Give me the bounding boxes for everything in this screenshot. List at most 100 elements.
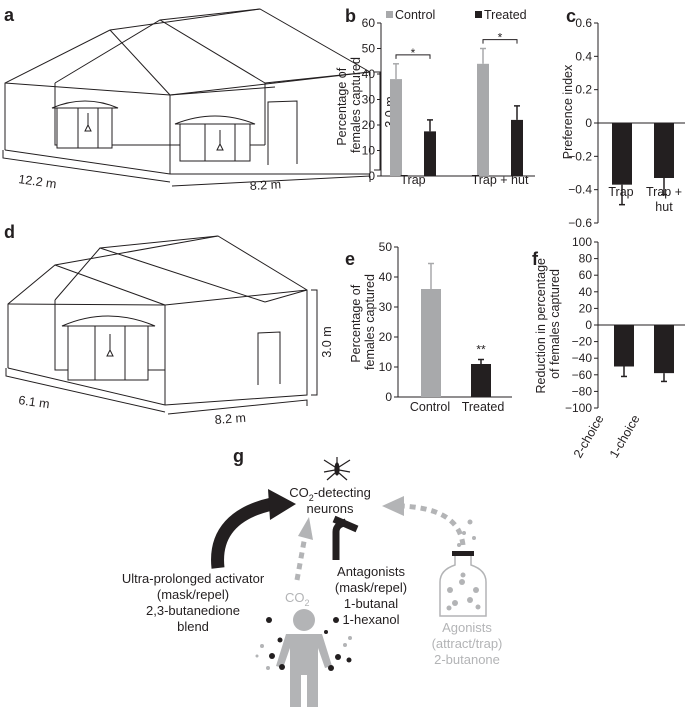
legend-label-treated: Treated <box>484 8 527 22</box>
antagonist-inhibition-bar <box>332 515 359 533</box>
chart-b-ytick-label: 60 <box>362 16 376 30</box>
chart-c-bar <box>612 123 632 185</box>
chart-f-ytick-label: 80 <box>579 252 593 266</box>
chart-f-ytick-label: 100 <box>572 235 592 249</box>
chart-e-ytick-label: 0 <box>385 390 392 404</box>
chart-c-ytick-label: −0.4 <box>568 183 592 197</box>
panel-label-c: c <box>566 6 576 26</box>
panel-label-f: f <box>532 249 539 269</box>
antagonist-inhibition-line <box>332 518 348 560</box>
activator-arrowhead <box>268 489 296 520</box>
chart-f-ytick-label: 20 <box>579 301 593 315</box>
chart-b-significance-bracket <box>395 54 431 59</box>
field-cage-large-drawing <box>2 8 381 187</box>
chart-e-ytick-label: 20 <box>379 330 393 344</box>
antagonists-line3: 1-butanal <box>344 596 398 611</box>
chart-b-significance-star: * <box>411 46 416 60</box>
activator-line2: (mask/repel) <box>157 587 229 602</box>
chart-f-xlabel-1-choice: 1-choice <box>607 412 643 460</box>
chart-f-ylabel: Reduction in percentage of females captu… <box>534 255 562 394</box>
chart-f-ytick-label: −40 <box>572 351 593 365</box>
co2-neurons-label: CO2-detecting <box>289 485 371 503</box>
chart-f-ylabel-line1: Reduction in percentage <box>534 258 548 394</box>
chart-b-treated-bar <box>511 119 523 176</box>
antagonists-line1: Antagonists <box>337 564 405 579</box>
panel-label-g: g <box>233 446 244 466</box>
small-cage-width-label: 6.1 m <box>18 393 51 411</box>
agonist-arrowhead <box>382 496 404 516</box>
chart-b-significance-bracket <box>482 39 518 44</box>
chart-c-bar <box>654 123 674 178</box>
agonist-bottle-icon <box>439 519 487 617</box>
activator-line3: 2,3-butanedione <box>146 603 240 618</box>
panel-label-d: d <box>4 222 15 242</box>
chart-e-xlabel-treated: Treated <box>462 400 505 414</box>
chart-c-xlabel-trap: Trap <box>608 185 633 199</box>
legend: Control Treated <box>386 8 527 22</box>
chart-b-ytick-label: 10 <box>362 144 376 158</box>
agonists-line2: (attract/trap) <box>432 636 503 651</box>
chart-c-ytick-label: 0 <box>585 116 592 130</box>
chart-b-control-bar <box>477 63 489 176</box>
panel-label-b: b <box>345 6 356 26</box>
chart-b-xlabel-trap-hut: Trap + hut <box>472 173 529 187</box>
antagonists-line2: (mask/repel) <box>335 580 407 595</box>
chart-e-ylabel: Percentage of females captured <box>349 274 377 370</box>
co2-arrow <box>294 535 308 581</box>
co2-label: CO2 <box>285 590 310 608</box>
co2-neurons-label-line2: neurons <box>307 501 354 516</box>
small-cage-height-label: 3.0 m <box>320 326 334 357</box>
chart-b-ytick-label: 30 <box>362 93 376 107</box>
chart-e-ytick-label: 40 <box>379 270 393 284</box>
panel-label-a: a <box>4 5 15 25</box>
chart-b-ylabel-line1: Percentage of <box>335 67 349 145</box>
chart-b-ytick-label: 20 <box>362 118 376 132</box>
antagonists-text: Antagonists (mask/repel) 1-butanal 1-hex… <box>335 564 407 627</box>
mosquito-icon <box>323 457 351 481</box>
co2-arrowhead <box>298 517 313 540</box>
chart-b-ytick-label: 50 <box>362 42 376 56</box>
cage-depth-label: 8.2 m <box>249 177 281 193</box>
cage-width-label: 12.2 m <box>18 172 58 191</box>
chart-f-bar <box>654 325 674 374</box>
chart-c-ytick-label: 0.6 <box>575 16 592 30</box>
chart-b-treated-bar <box>424 131 436 176</box>
chart-f-bar <box>614 325 634 367</box>
chart-b-control-bar <box>390 79 402 176</box>
agonists-line1: Agonists <box>442 620 492 635</box>
chart-c-ytick-label: 0.4 <box>575 49 592 63</box>
chart-b: 0 10 20 30 40 50 60 * * <box>362 16 535 183</box>
chart-e-significance-star: ** <box>476 343 486 357</box>
human-figure-icon <box>276 609 332 707</box>
chart-f-ytick-label: 40 <box>579 285 593 299</box>
chart-e-ylabel-line2: females captured <box>363 274 377 370</box>
small-cage-depth-label: 8.2 m <box>214 411 246 427</box>
legend-label-control: Control <box>395 8 435 22</box>
chart-f-ytick-label: −60 <box>572 368 593 382</box>
field-cage-small-drawing <box>5 235 318 415</box>
chart-b-significance-star: * <box>498 31 503 45</box>
chart-b-ytick-label: 40 <box>362 67 376 81</box>
agonists-text: Agonists (attract/trap) 2-butanone <box>432 620 503 667</box>
chart-e-control-bar <box>421 289 441 397</box>
chart-c-xlabel-trap-hut-line2: hut <box>655 200 673 214</box>
agonists-line3: 2-butanone <box>434 652 500 667</box>
chart-c-ytick-label: −0.2 <box>568 149 592 163</box>
chart-b-ylabel-line2: females captured <box>349 57 363 153</box>
chart-b-ylabel: Percentage of females captured <box>335 57 363 153</box>
chart-f-ytick-label: −20 <box>572 335 593 349</box>
chart-f-ytick-label: 60 <box>579 268 593 282</box>
agonist-arrow <box>401 503 466 546</box>
chart-f-ylabel-line2: of females captured <box>548 269 562 379</box>
chart-e-xlabel-control: Control <box>410 400 450 414</box>
chart-b-xlabel-trap: Trap <box>400 173 425 187</box>
odour-dots <box>255 617 352 671</box>
chart-b-ytick-label: 0 <box>368 169 375 183</box>
chart-e-ytick-label: 30 <box>379 300 393 314</box>
chart-c-ylabel: Preference index <box>561 64 575 159</box>
chart-e-ylabel-line1: Percentage of <box>349 284 363 362</box>
antagonists-line4: 1-hexanol <box>342 612 399 627</box>
legend-swatch-control <box>386 11 393 18</box>
